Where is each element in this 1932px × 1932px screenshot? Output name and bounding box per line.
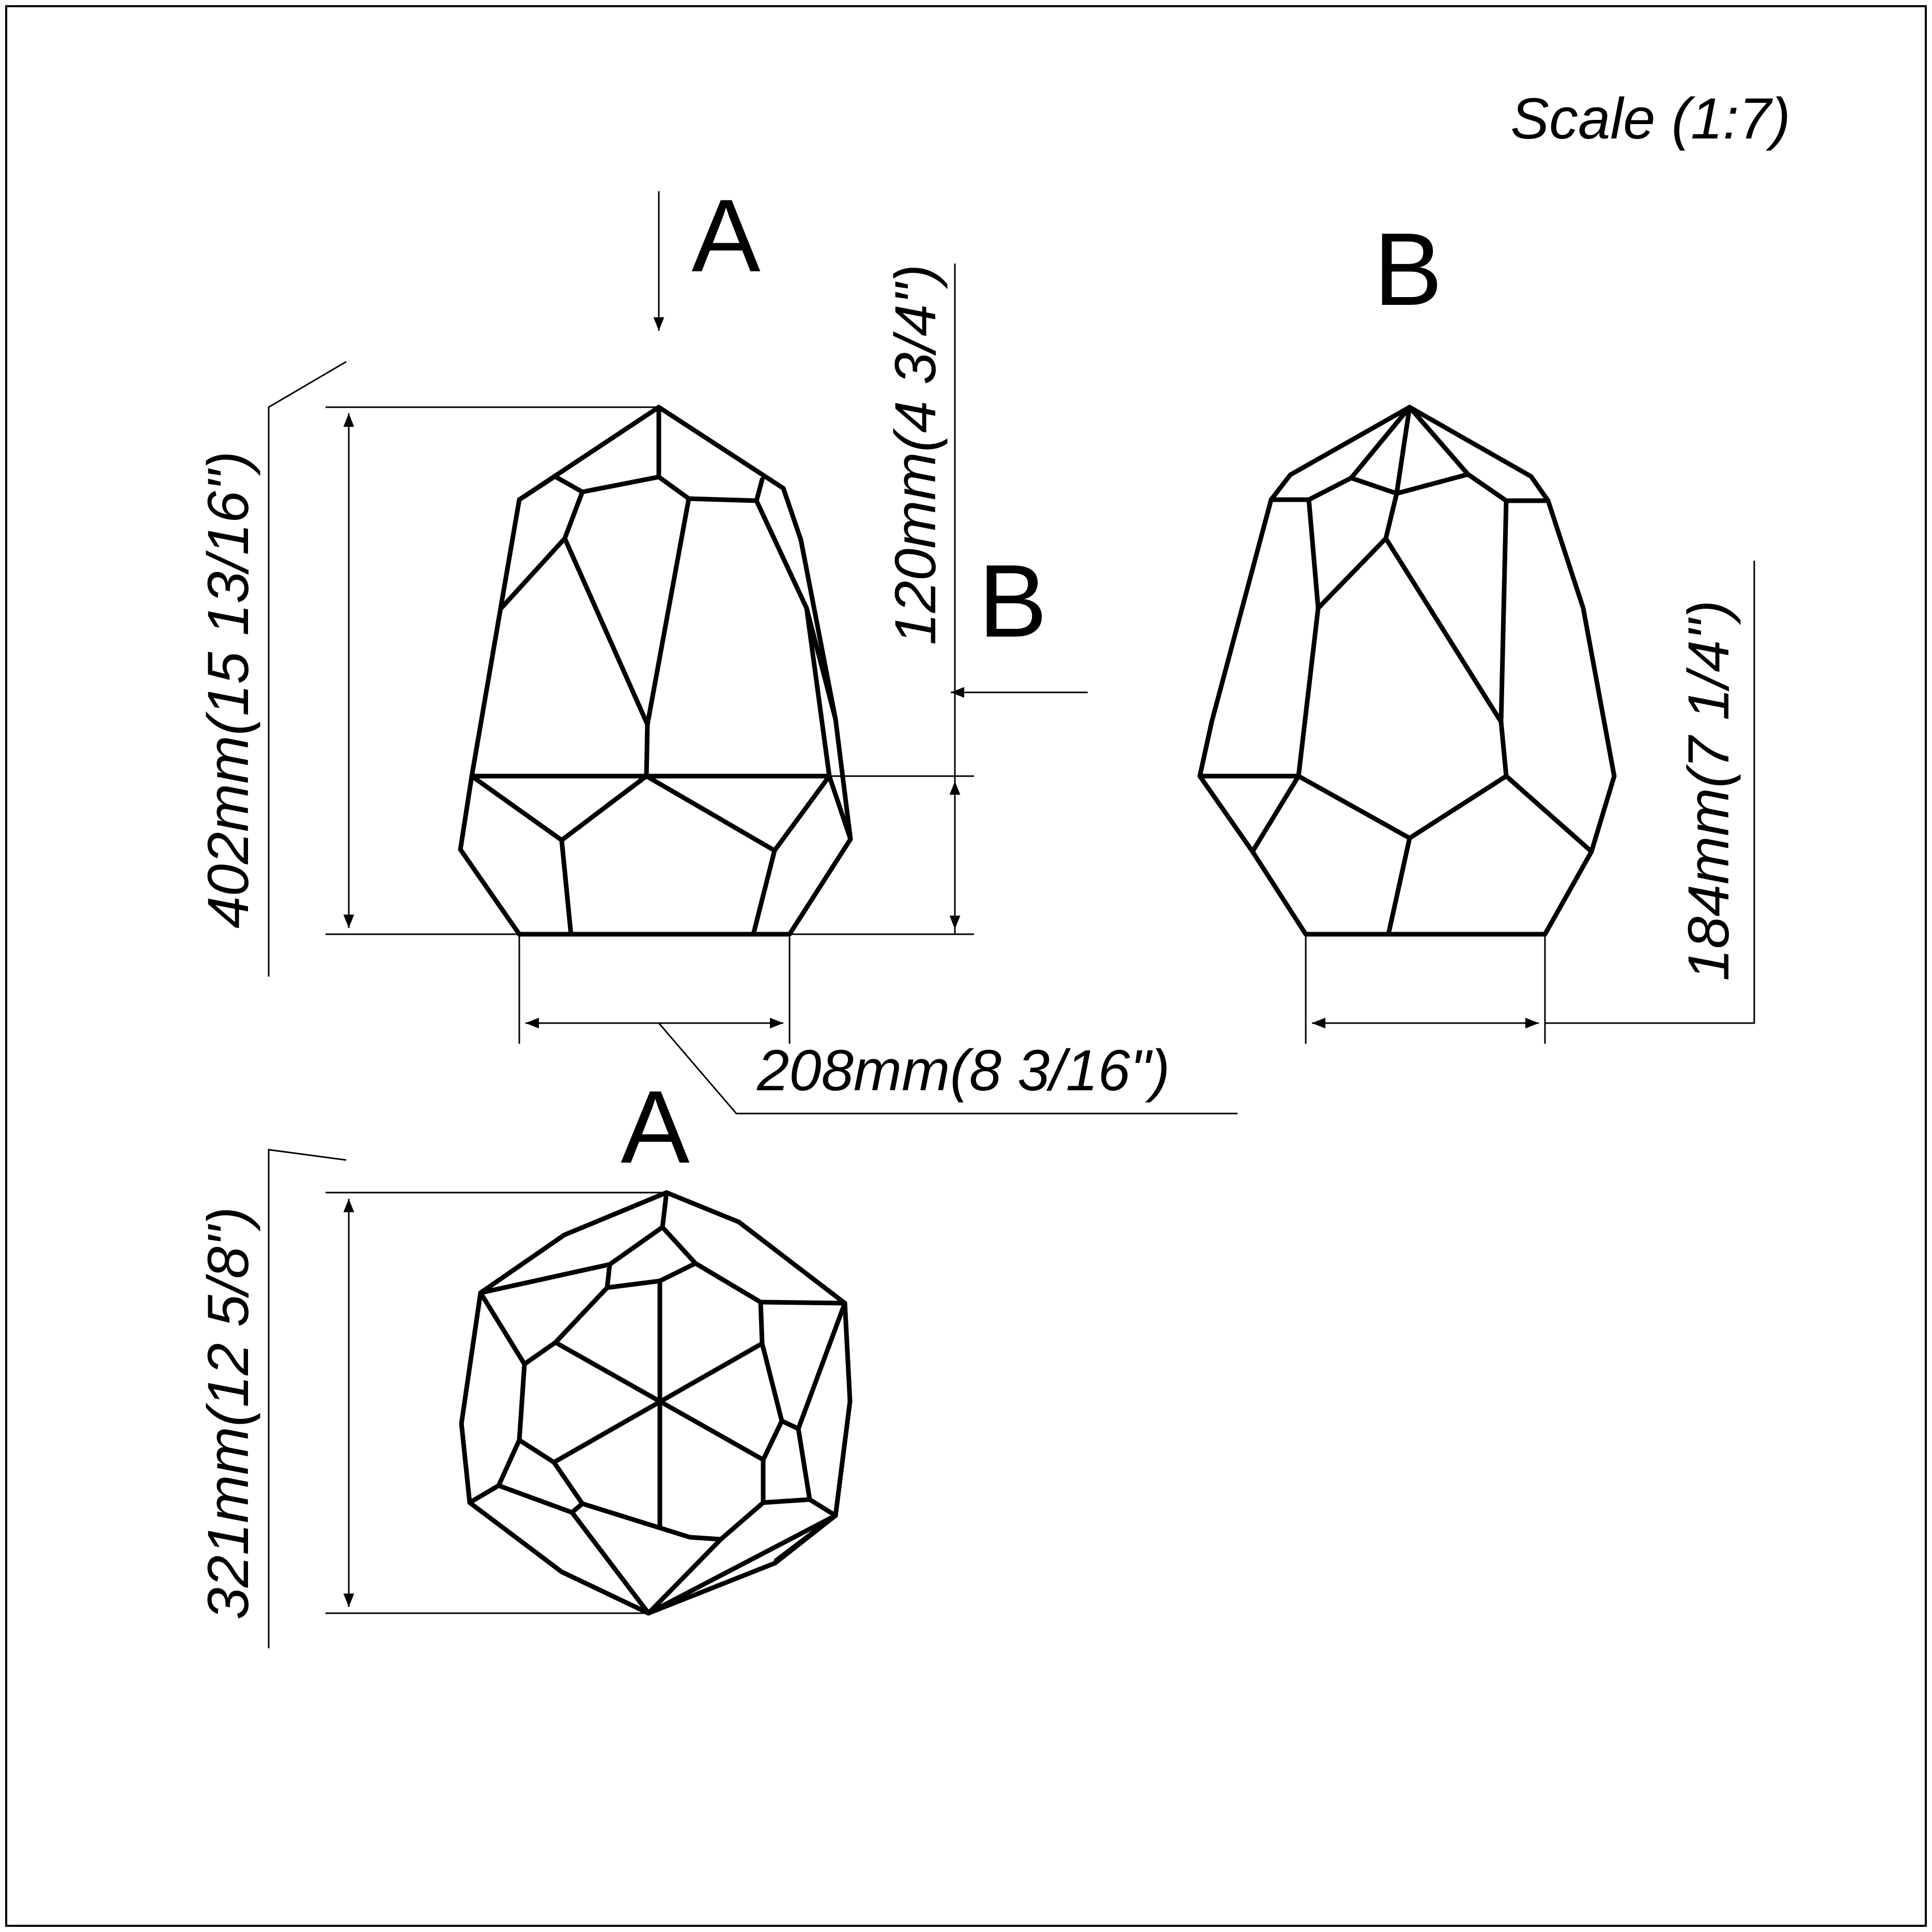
scale-label: Scale (1:7) [1510, 86, 1790, 151]
dim-width-front: 208mm(8 3/16") [518, 934, 1238, 1115]
dim-height-front-label: 402mm(15 13/16") [196, 451, 260, 929]
dim-height-top: 321mm(12 5/8") [196, 1149, 667, 1648]
dim-height-lower-label: 120mm(4 3/4") [883, 265, 948, 645]
dim-height-front: 402mm(15 13/16") [196, 361, 659, 977]
view-b-title: B [1373, 212, 1442, 327]
dim-height-side: 184mm(7 1/4") [1305, 561, 1755, 1044]
dim-height-side-label: 184mm(7 1/4") [1676, 600, 1741, 981]
view-b-arrow-label: B [978, 544, 1047, 659]
dim-width-front-label: 208mm(8 3/16") [756, 1038, 1170, 1103]
side-view-gem [1197, 405, 1617, 937]
view-a-arrow-label: A [691, 178, 761, 293]
view-a-title: A [621, 1070, 690, 1185]
front-view-gem [458, 405, 853, 937]
top-view-gem [459, 1190, 853, 1616]
dim-height-top-label: 321mm(12 5/8") [196, 1207, 260, 1619]
drawing-border [5, 5, 1927, 1927]
dim-height-lower: 120mm(4 3/4") [791, 264, 974, 935]
